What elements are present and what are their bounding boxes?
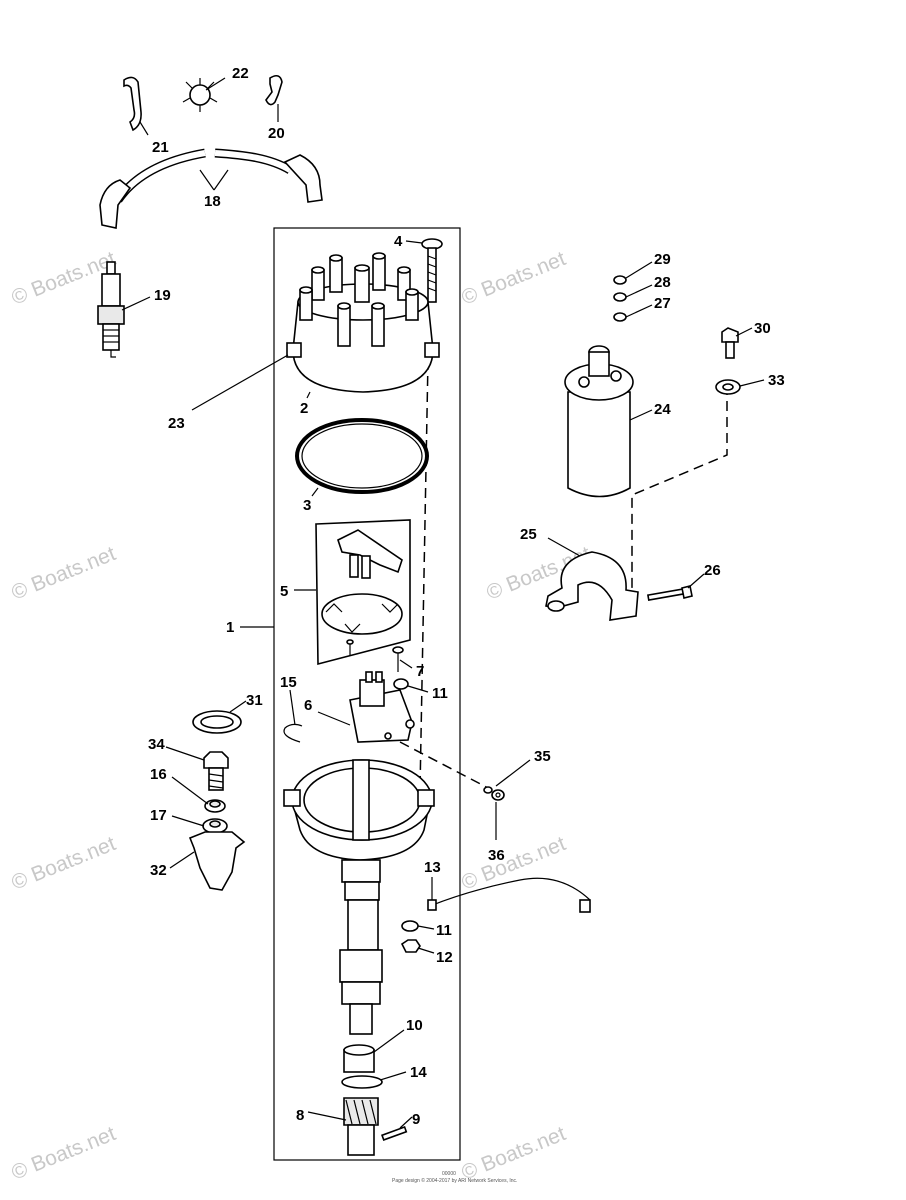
ignition-coil <box>564 345 634 498</box>
module-screw <box>392 646 404 672</box>
callout-1: 1 <box>226 619 234 636</box>
callout-21: 21 <box>152 139 169 156</box>
callout-23: 23 <box>168 415 185 432</box>
watermarks: © Boats.net © Boats.net © Boats.net © Bo… <box>8 247 594 1185</box>
wire-clip-20 <box>265 74 283 106</box>
bracket-washer <box>715 379 741 395</box>
callout-15: 15 <box>280 674 297 691</box>
assembly-frame <box>273 227 461 1161</box>
callout-18: 18 <box>204 193 221 210</box>
callout-12: 12 <box>436 949 453 966</box>
hold-down-clamp <box>188 831 246 891</box>
callout-25: 25 <box>520 526 537 543</box>
callout-11-upper: 11 <box>432 685 448 702</box>
washer-28 <box>613 292 627 302</box>
watermark: © Boats.net <box>458 1122 569 1185</box>
bracket-screw <box>646 585 693 602</box>
callout-17: 17 <box>150 807 167 824</box>
callout-14: 14 <box>410 1064 427 1081</box>
spark-plug-wire <box>99 148 323 229</box>
nut-36 <box>491 789 505 801</box>
callout-36: 36 <box>488 847 505 864</box>
leader-lines <box>121 77 765 1129</box>
callout-16: 16 <box>150 766 167 783</box>
callout-33: 33 <box>768 372 785 389</box>
watermark: © Boats.net <box>458 247 569 310</box>
watermark: © Boats.net <box>458 832 569 895</box>
thrust-washer <box>341 1075 383 1089</box>
washer-11-upper <box>393 678 409 690</box>
callout-22: 22 <box>232 65 249 82</box>
callout-34: 34 <box>148 736 165 753</box>
spark-plug <box>97 261 125 358</box>
callout-7: 7 <box>416 663 424 680</box>
callout-13: 13 <box>424 859 441 876</box>
callout-2: 2 <box>300 400 308 417</box>
coil-bracket <box>545 551 639 621</box>
roll-pin <box>381 1125 408 1141</box>
callout-31: 31 <box>246 692 263 709</box>
callout-27: 27 <box>654 295 671 312</box>
rotor-assembly <box>315 519 411 666</box>
callout-9: 9 <box>412 1111 420 1128</box>
footer-code: 00000 <box>442 1171 456 1177</box>
ground-wire <box>427 877 591 913</box>
drive-collar <box>343 1044 375 1073</box>
ignition-module <box>349 671 415 743</box>
drive-gear <box>343 1097 379 1156</box>
cap-screw <box>421 238 443 303</box>
footer-copyright: Page design © 2004-2017 by ARI Network S… <box>392 1177 517 1184</box>
callout-10: 10 <box>406 1017 423 1034</box>
callout-28: 28 <box>654 274 671 291</box>
flat-washer <box>202 818 228 834</box>
callout-8: 8 <box>296 1107 304 1124</box>
callout-30: 30 <box>754 320 771 337</box>
callout-35: 35 <box>534 748 551 765</box>
callout-4: 4 <box>394 233 403 250</box>
callout-3: 3 <box>303 497 311 514</box>
callout-19: 19 <box>154 287 171 304</box>
callout-32: 32 <box>150 862 167 879</box>
distributor-housing <box>283 759 435 1035</box>
mounting-bolt <box>203 751 229 791</box>
dashed-connectors <box>399 359 728 791</box>
lock-nut <box>204 799 226 813</box>
wire-separator-21 <box>123 76 142 132</box>
watermark: © Boats.net <box>8 1122 119 1185</box>
washer-11-lower <box>401 920 419 932</box>
distributor-cap <box>286 252 440 393</box>
wire-retainer-22 <box>182 78 218 112</box>
callout-labels: 1 2 3 4 5 6 7 8 9 10 11 11 12 13 14 15 1… <box>148 65 785 1128</box>
callout-5: 5 <box>280 583 288 600</box>
callout-20: 20 <box>268 125 285 142</box>
callout-29: 29 <box>654 251 671 268</box>
callout-6: 6 <box>304 697 312 714</box>
washer-27 <box>613 312 627 322</box>
callout-24: 24 <box>654 401 671 418</box>
watermark: © Boats.net <box>8 542 119 605</box>
cap-gasket <box>295 418 429 494</box>
coil-hardware <box>613 275 627 322</box>
callout-11-lower: 11 <box>436 922 452 939</box>
callout-26: 26 <box>704 562 721 579</box>
hex-nut-12 <box>400 939 421 953</box>
bracket-bolt <box>721 327 739 359</box>
screw-35 <box>483 786 493 794</box>
nut-29 <box>613 275 627 285</box>
watermark: © Boats.net <box>8 832 119 895</box>
retaining-clip <box>283 723 303 743</box>
mounting-gasket <box>192 710 242 734</box>
